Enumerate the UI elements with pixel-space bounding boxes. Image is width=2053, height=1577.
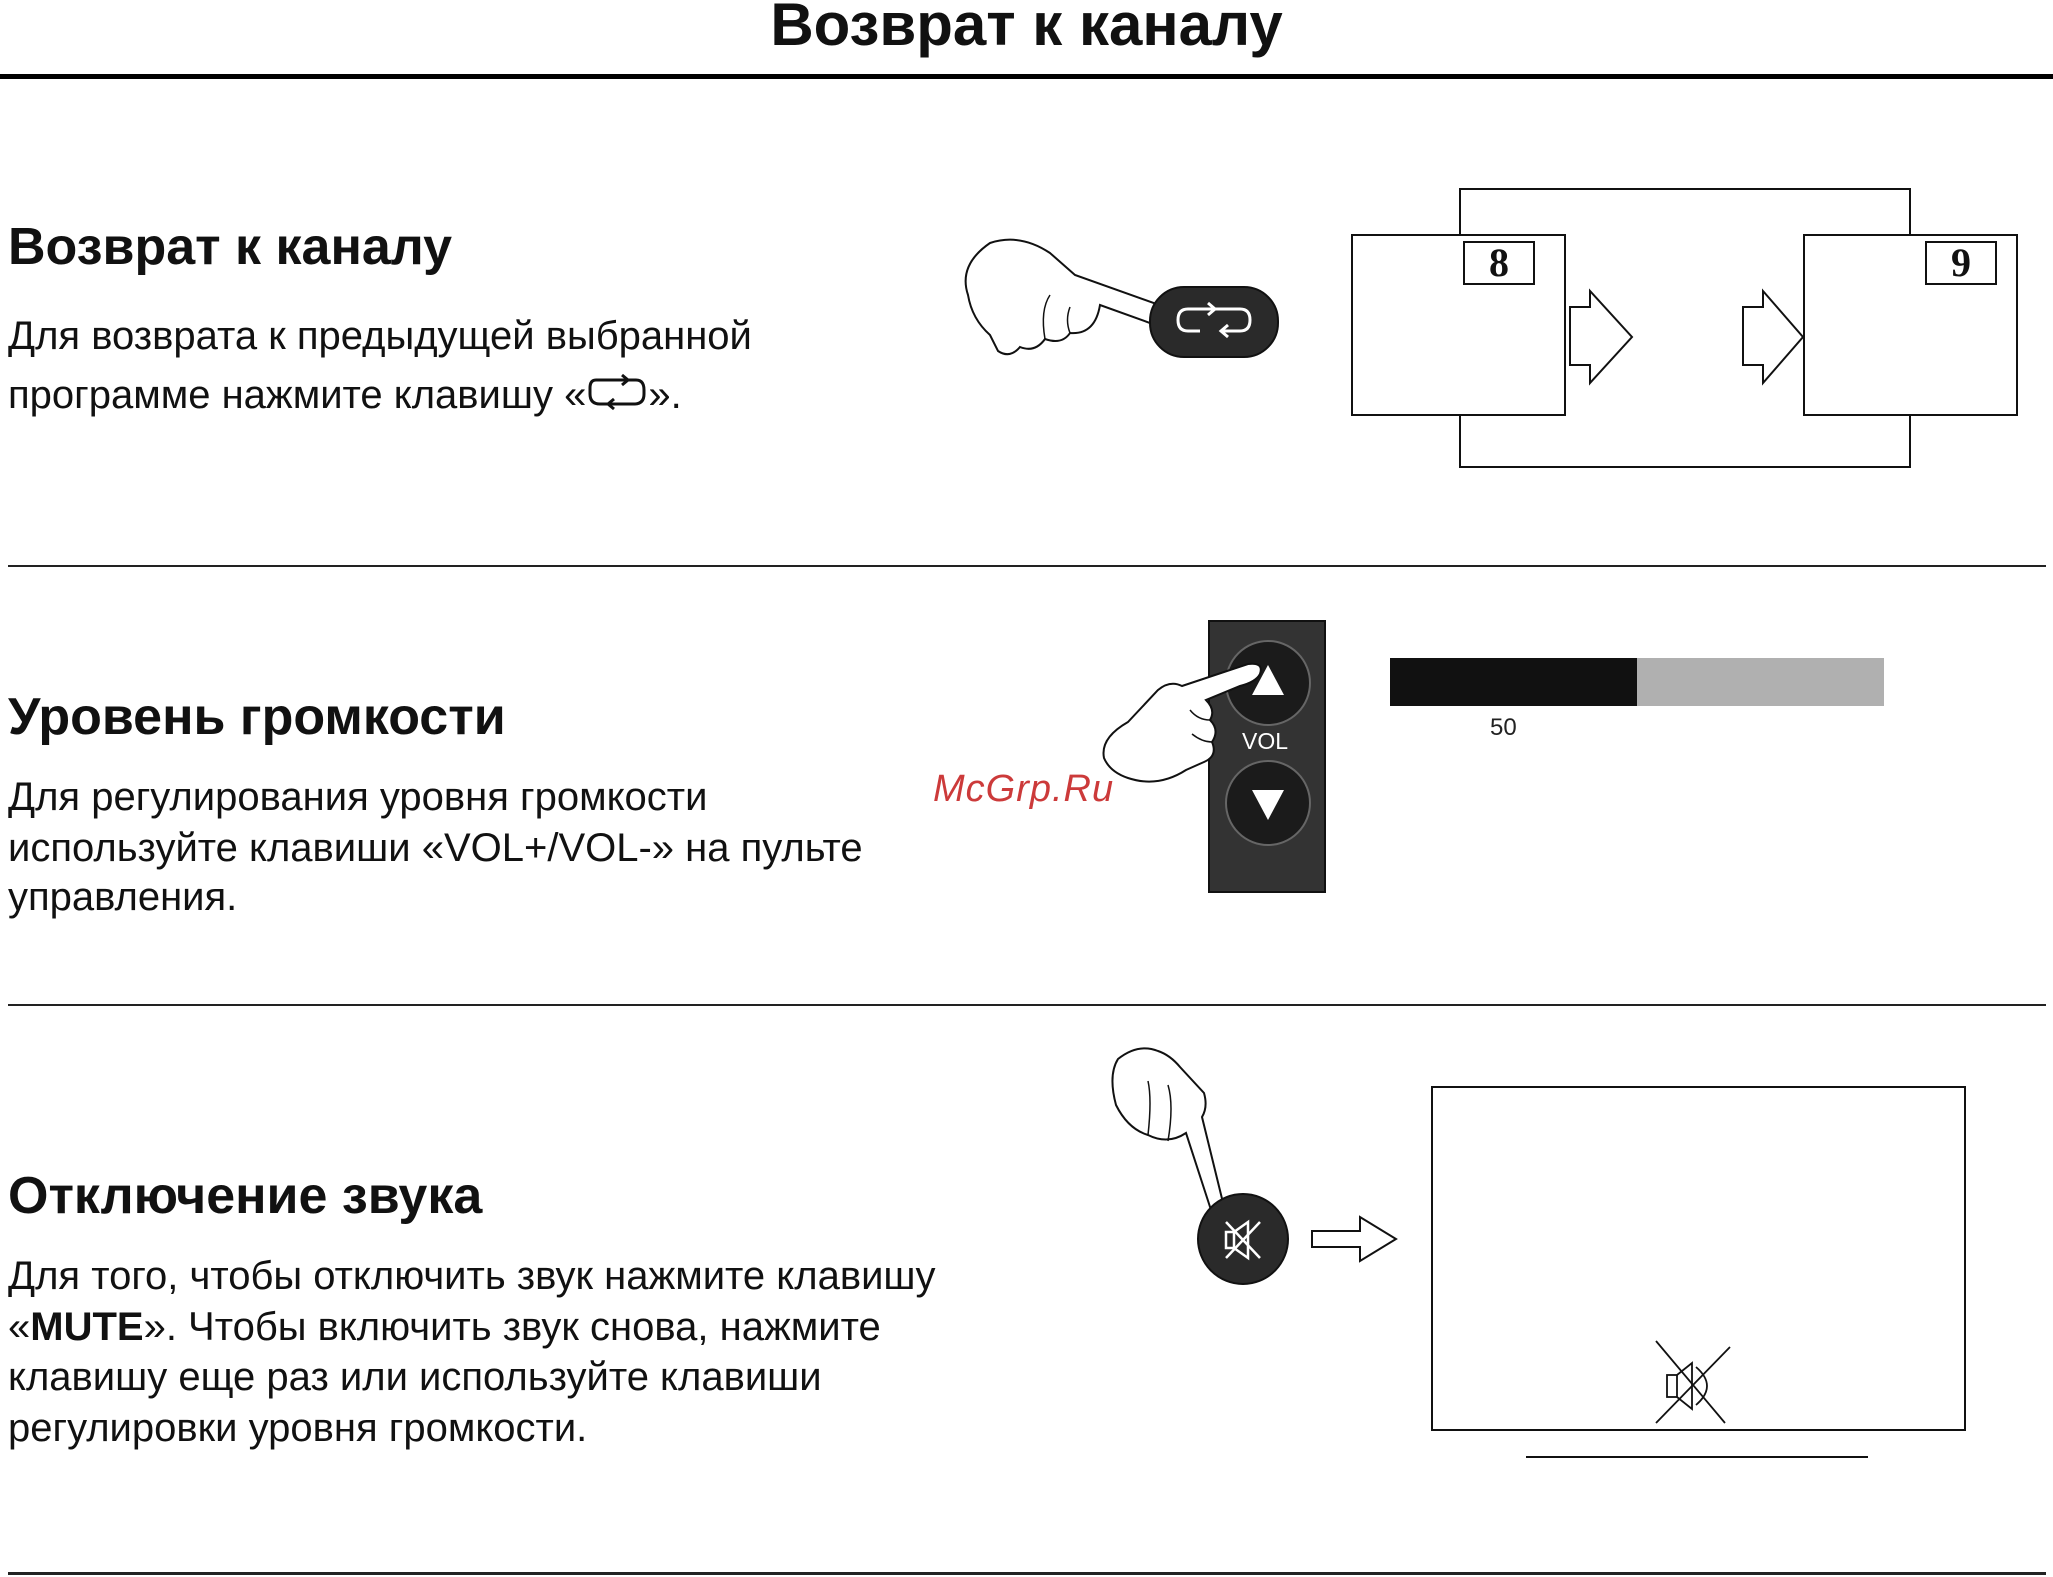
mute-text-line2: «MUTE». Чтобы включить звук снова, нажми… <box>8 1305 881 1349</box>
vol-label: VOL <box>1242 728 1289 754</box>
mute-button[interactable] <box>1196 1192 1292 1288</box>
mute-text-line4: регулировки уровня громкости. <box>8 1406 588 1450</box>
volume-value: 50 <box>1490 714 1517 741</box>
bottom-divider <box>8 1572 2046 1575</box>
section-divider <box>8 1004 2046 1006</box>
hand-pointer-icon <box>964 238 1175 356</box>
vol-remote-panel <box>1208 620 1326 893</box>
volume-bar <box>1390 658 1884 706</box>
volume-text-line3: управления. <box>8 875 238 919</box>
section-heading-mute: Отключение звука <box>8 1167 483 1225</box>
hand-pointer-icon <box>1102 662 1262 783</box>
speaker-muted-icon <box>1655 1340 1731 1424</box>
arrow-down-icon <box>1252 790 1284 820</box>
volume-text-line1: Для регулирования уровня громкости <box>8 775 708 819</box>
channel-return-text-line2: программе нажмите клавишу « ». <box>8 370 682 425</box>
speaker-muted-icon <box>1224 1219 1261 1261</box>
channel-number-8: 8 <box>1463 241 1535 285</box>
channel-return-icon <box>586 372 648 425</box>
channel-switch-diagram <box>1351 188 2018 468</box>
channel-return-text-line1: Для возврата к предыдущей выбранной <box>8 314 752 358</box>
page-title: Возврат к каналу <box>770 0 1283 58</box>
tv-screen-muted <box>1431 1086 1966 1458</box>
watermark: McGrp.Ru <box>933 768 1115 810</box>
hand-pointer-icon <box>1111 1047 1228 1219</box>
mute-text-line1: Для того, чтобы отключить звук нажмите к… <box>8 1254 936 1298</box>
arrow-right-icon <box>1569 288 1634 386</box>
section-heading-volume: Уровень громкости <box>8 688 506 746</box>
arrow-up-icon <box>1252 665 1284 695</box>
arrow-right-icon <box>1311 1215 1398 1263</box>
volume-text-line2: используйте клавиши «VOL+/VOL-» на пульт… <box>8 826 863 870</box>
channel-return-text-after: ». <box>648 373 682 417</box>
channel-number-9: 9 <box>1925 241 1997 285</box>
mute-key-name: MUTE <box>30 1305 144 1349</box>
tv-screen-channel-9 <box>1803 234 2018 416</box>
channel-return-button[interactable] <box>1148 285 1282 361</box>
section-heading-channel-return: Возврат к каналу <box>8 218 453 276</box>
arrow-right-icon <box>1742 288 1805 386</box>
mute-text-line3: клавишу еще раз или используйте клавиши <box>8 1355 822 1399</box>
section-divider <box>8 565 2046 567</box>
channel-return-text-before: программе нажмите клавишу « <box>8 373 587 417</box>
title-divider <box>0 74 2053 79</box>
